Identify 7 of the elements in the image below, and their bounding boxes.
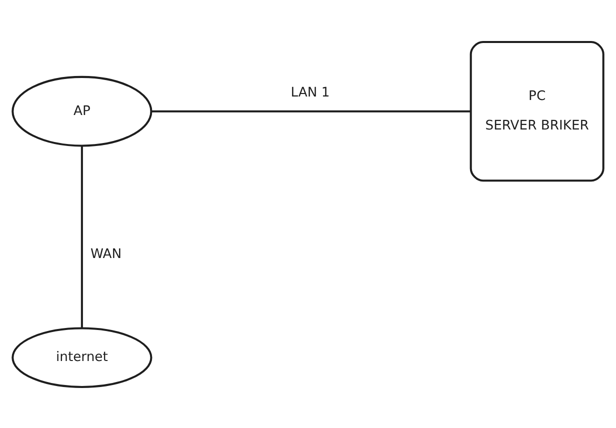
node-ellipse: internet bbox=[12, 326, 152, 388]
edge-label: LAN 1 bbox=[290, 85, 330, 100]
connector bbox=[152, 110, 471, 112]
node-ellipse: AP bbox=[12, 75, 152, 146]
node-box: PC SERVER BRIKER bbox=[470, 40, 604, 182]
edge-label: WAN bbox=[90, 246, 122, 262]
connector bbox=[80, 145, 83, 328]
